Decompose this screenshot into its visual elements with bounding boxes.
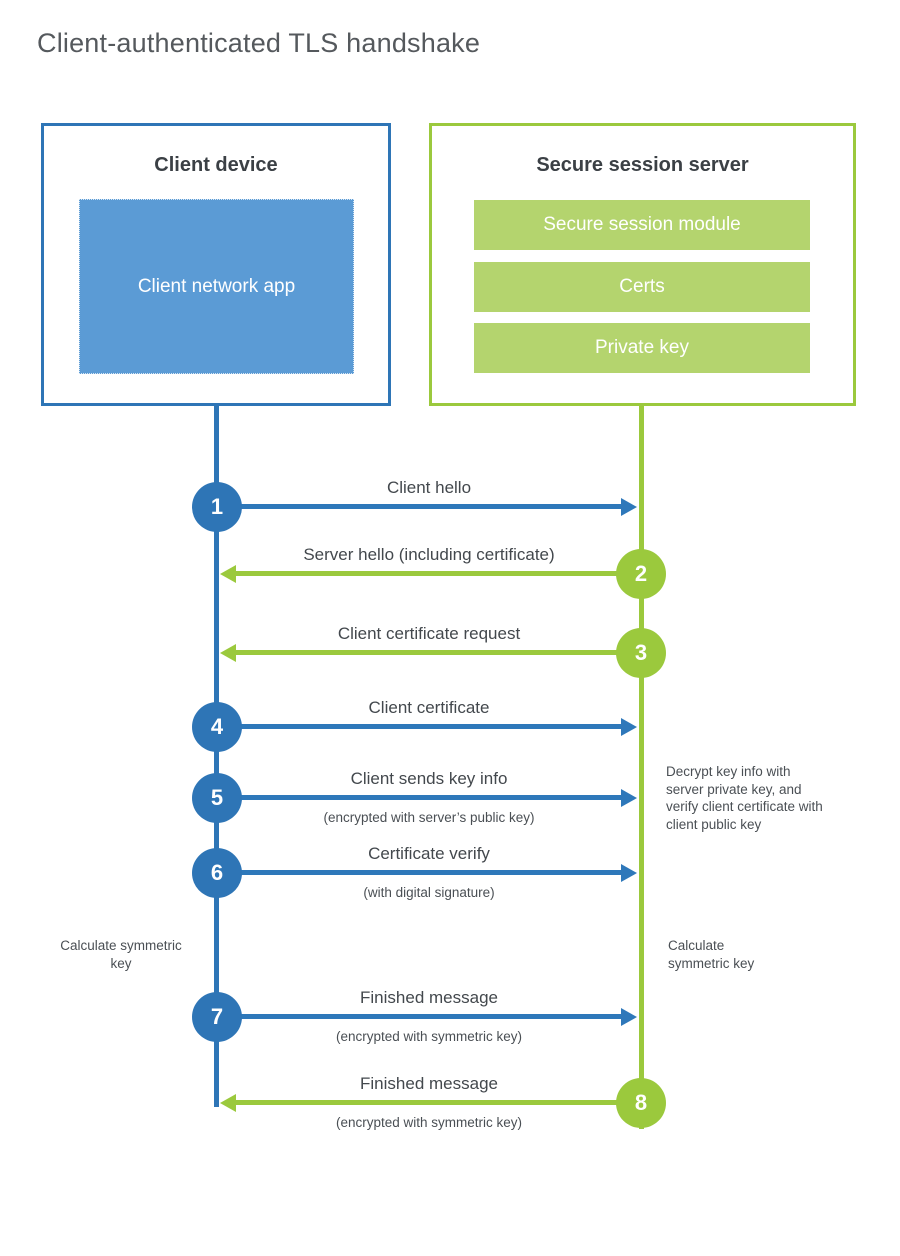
step-8-arrowhead-icon <box>220 1093 236 1112</box>
step-1-circle: 1 <box>192 482 242 532</box>
secure-session-server-title: Secure session server <box>536 154 749 176</box>
step-3-circle: 3 <box>616 628 666 678</box>
page-title: Client-authenticated TLS handshake <box>37 28 481 58</box>
calculate-symmetric-key-server: Calculate symmetric key <box>668 938 755 971</box>
step-6-circle: 6 <box>192 848 242 898</box>
decrypt-note: Decrypt key info with server private key… <box>666 764 823 832</box>
step-5-sublabel: (encrypted with server’s public key) <box>323 810 535 825</box>
step-5-arrowhead-icon <box>621 788 637 807</box>
step-8-circle: 8 <box>616 1078 666 1128</box>
step-5-label: Client sends key info <box>350 769 508 788</box>
step-5-arrow <box>217 788 637 807</box>
step-3-arrowhead-icon <box>220 643 236 662</box>
step-7-arrowhead-icon <box>621 1007 637 1026</box>
step-1-label: Client hello <box>386 478 472 497</box>
step-7-sublabel: (encrypted with symmetric key) <box>335 1029 523 1044</box>
server-lifeline <box>639 405 644 1129</box>
step-4-arrowhead-icon <box>621 717 637 736</box>
step-3-label: Client certificate request <box>337 624 521 643</box>
step-7-circle: 7 <box>192 992 242 1042</box>
step-4-label: Client certificate <box>368 698 490 717</box>
step-7-arrow <box>217 1007 637 1026</box>
step-7-label: Finished message <box>360 988 498 1007</box>
step-2-circle: 2 <box>616 549 666 599</box>
server-module-secure-session: Secure session module <box>474 200 810 250</box>
calculate-symmetric-key-client: Calculate symmetric key <box>60 938 182 971</box>
step-6-sublabel: (with digital signature) <box>363 885 495 900</box>
step-8-label: Finished message <box>360 1074 498 1093</box>
client-network-app-label: Client network app <box>137 275 296 297</box>
step-8-arrow <box>220 1093 641 1112</box>
step-2-arrow <box>220 564 641 583</box>
step-1-arrow <box>217 497 637 516</box>
step-2-arrowhead-icon <box>220 564 236 583</box>
server-module-certs: Certs <box>474 262 810 312</box>
step-6-arrow <box>217 863 637 882</box>
step-3-arrow <box>220 643 641 662</box>
step-1-arrowhead-icon <box>621 497 637 516</box>
step-5-circle: 5 <box>192 773 242 823</box>
step-8-sublabel: (encrypted with symmetric key) <box>335 1115 523 1130</box>
server-module-private-key: Private key <box>474 323 810 373</box>
client-lifeline <box>214 405 219 1107</box>
client-device-title: Client device <box>154 154 278 176</box>
step-6-arrowhead-icon <box>621 863 637 882</box>
step-4-circle: 4 <box>192 702 242 752</box>
step-6-label: Certificate verify <box>368 844 490 863</box>
step-2-label: Server hello (including certificate) <box>303 545 555 564</box>
client-network-app-box: Client network app <box>79 199 354 374</box>
step-4-arrow <box>217 717 637 736</box>
